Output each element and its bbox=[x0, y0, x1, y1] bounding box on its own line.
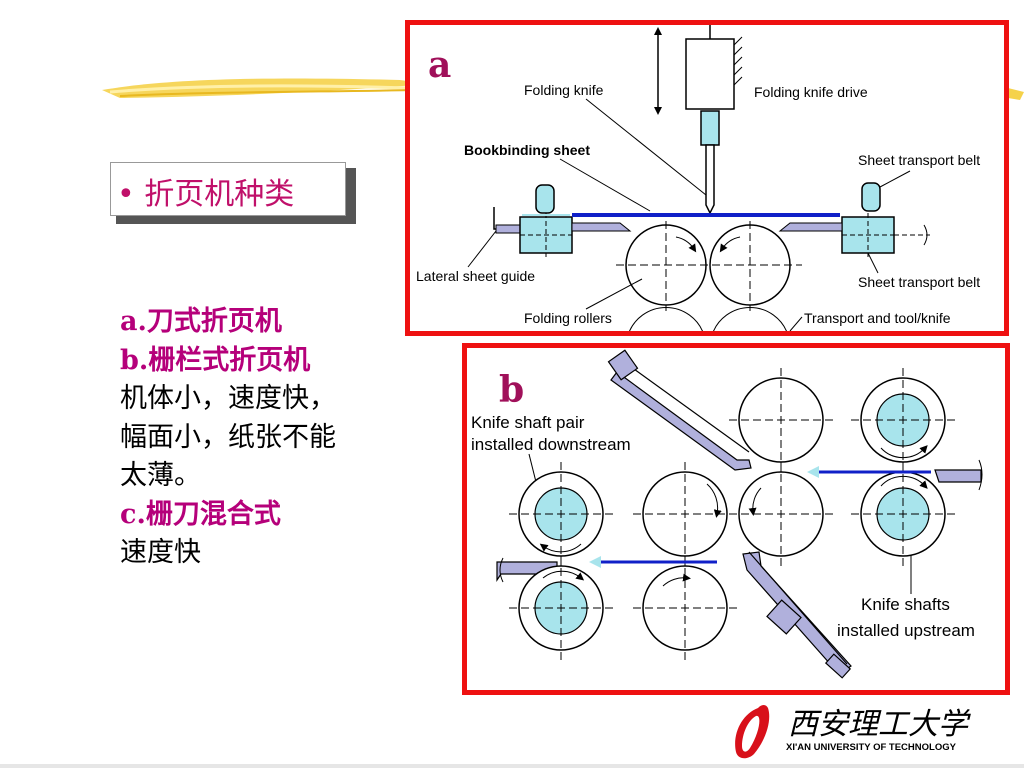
right-transport-plate bbox=[778, 222, 843, 232]
type-c-desc-line: 速度快 bbox=[120, 537, 201, 568]
label-knife-shafts-1: Knife shafts bbox=[861, 595, 950, 614]
roller-mid-left bbox=[509, 462, 613, 566]
folding-machine-types-list: a.刀式折页机 b.栅栏式折页机 机体小，速度快， 幅面小，纸张不能 太薄。 c… bbox=[120, 303, 450, 573]
university-logo-graphic: 西安理工大学 XI'AN UNIVERSITY OF TECHNOLOGY bbox=[735, 705, 971, 759]
figure-a-diagram: a Folding knife Folding knife drive Book… bbox=[416, 25, 980, 331]
leader-belt-top bbox=[879, 170, 911, 188]
lower-roller-left bbox=[629, 306, 703, 331]
type-b-desc-line-3: 太薄。 bbox=[120, 460, 201, 491]
slide-title-text: 折页机种类 bbox=[144, 177, 295, 212]
figure-b-tag: b bbox=[499, 369, 524, 411]
roller-bottom-left bbox=[509, 556, 613, 660]
slide-title: • 折页机种类 bbox=[117, 169, 294, 213]
stroke-arrow-up bbox=[654, 27, 662, 35]
label-lateral-sheet-guide: Lateral sheet guide bbox=[416, 268, 535, 284]
roller-mid-right bbox=[729, 462, 833, 566]
roller-top-middle bbox=[729, 368, 833, 472]
label-folding-rollers: Folding rollers bbox=[524, 310, 612, 326]
roller-mid-far-right bbox=[851, 462, 955, 566]
decorative-brush-stroke bbox=[102, 78, 430, 98]
right-feed-table bbox=[934, 469, 982, 483]
roller-left-rotation bbox=[675, 236, 697, 253]
leader-folding-knife bbox=[585, 98, 707, 196]
footer-divider bbox=[0, 764, 1024, 768]
type-b-desc-line-2: 幅面小，纸张不能 bbox=[120, 421, 336, 453]
figure-a-knife-folder: a Folding knife Folding knife drive Book… bbox=[405, 20, 1009, 336]
figure-b-buckle-folder: b Knife shaft pair installed downstream … bbox=[462, 343, 1010, 695]
logo-chinese-name: 西安理工大学 bbox=[788, 707, 971, 742]
figure-a-tag: a bbox=[428, 44, 451, 86]
decorative-brush-tail bbox=[1008, 88, 1024, 100]
leader-transport-tool bbox=[789, 316, 803, 331]
sheet-path-upper bbox=[807, 466, 931, 478]
leader-bookbinding-sheet bbox=[559, 158, 651, 212]
folding-knife-holder bbox=[700, 110, 720, 146]
upper-buckle-plate bbox=[607, 349, 752, 471]
type-a-line: a.刀式折页机 bbox=[120, 306, 282, 337]
label-transport-tool: Transport and tool/knife bbox=[804, 310, 951, 326]
right-break bbox=[978, 459, 983, 491]
figure-b-diagram: b Knife shaft pair installed downstream … bbox=[471, 349, 983, 679]
lower-roller-right bbox=[713, 306, 787, 331]
right-belt-break bbox=[923, 224, 928, 246]
roller-bottom-center bbox=[633, 556, 737, 660]
label-sheet-transport-belt-bottom: Sheet transport belt bbox=[858, 274, 980, 290]
drive-hatching bbox=[733, 36, 743, 86]
right-belt-roller-top bbox=[861, 182, 881, 212]
roller-top-right bbox=[851, 368, 955, 472]
stroke-arrow-down bbox=[654, 107, 662, 115]
label-bookbinding-sheet: Bookbinding sheet bbox=[464, 142, 590, 158]
label-knife-shafts-2: installed upstream bbox=[837, 621, 975, 640]
type-b-line: b.栅栏式折页机 bbox=[120, 344, 311, 376]
logo-english-name: XI'AN UNIVERSITY OF TECHNOLOGY bbox=[786, 742, 957, 753]
label-folding-knife-drive: Folding knife drive bbox=[754, 84, 868, 100]
roller-mid-center bbox=[633, 462, 737, 566]
lower-buckle-plate bbox=[742, 551, 852, 679]
leader-lateral-guide bbox=[467, 230, 497, 268]
type-b-desc-line-1: 机体小，速度快， bbox=[120, 383, 336, 414]
folding-knife-drive bbox=[685, 38, 735, 110]
type-c-line: c.栅刀混合式 bbox=[120, 498, 281, 530]
label-knife-pair-1: Knife shaft pair bbox=[471, 413, 585, 432]
label-knife-pair-2: installed downstream bbox=[471, 435, 631, 454]
leader-folding-rollers bbox=[585, 278, 643, 310]
title-box-face: • 折页机种类 bbox=[110, 162, 346, 216]
sheet-path-lower bbox=[589, 556, 717, 568]
left-belt-roller-top bbox=[535, 184, 555, 214]
logo-mark bbox=[735, 705, 770, 759]
left-transport-plate bbox=[571, 222, 632, 232]
university-logo: 西安理工大学 XI'AN UNIVERSITY OF TECHNOLOGY bbox=[728, 700, 1024, 768]
guide-plate bbox=[495, 224, 523, 234]
left-break bbox=[499, 557, 504, 583]
roller-right-rotation bbox=[719, 236, 741, 253]
leader-belt-bottom bbox=[867, 252, 879, 274]
left-deflector bbox=[496, 561, 558, 582]
folding-knife bbox=[705, 144, 715, 215]
slide-title-box: • 折页机种类 bbox=[110, 162, 356, 224]
bullet: • bbox=[117, 177, 135, 212]
label-folding-knife: Folding knife bbox=[524, 82, 604, 98]
label-sheet-transport-belt-top: Sheet transport belt bbox=[858, 152, 980, 168]
